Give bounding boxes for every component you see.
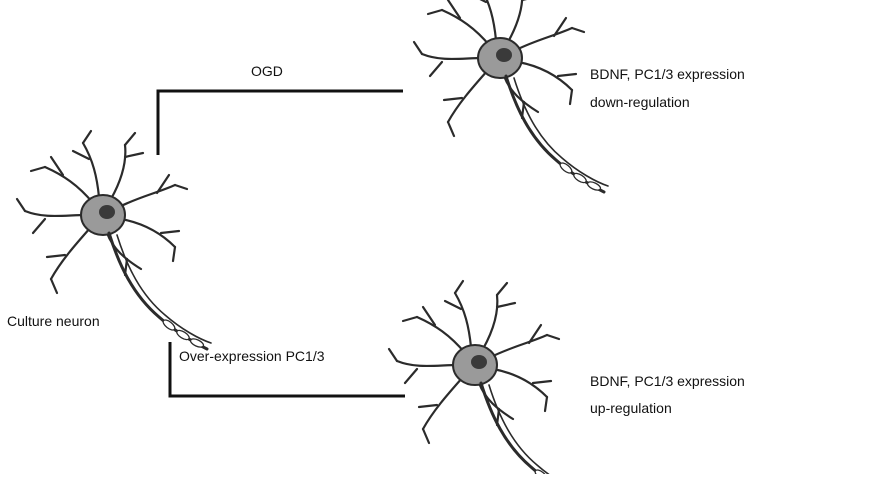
condition-ogd-label: OGD bbox=[251, 63, 283, 79]
outcome-ogd-line2: down-regulation bbox=[590, 94, 690, 110]
neuron-ogd-result bbox=[412, 0, 610, 194]
neuron-overexpression-result bbox=[387, 279, 585, 479]
culture-neuron-label: Culture neuron bbox=[7, 313, 100, 329]
connector-ogd bbox=[156, 89, 403, 155]
connector-overexpression bbox=[168, 342, 405, 398]
outcome-overexpression-line1: BDNF, PC1/3 expression bbox=[590, 373, 745, 389]
outcome-overexpression-line2: up-regulation bbox=[590, 400, 672, 416]
outcome-ogd-line1: BDNF, PC1/3 expression bbox=[590, 66, 745, 82]
condition-overexpression-label: Over-expression PC1/3 bbox=[179, 348, 325, 364]
